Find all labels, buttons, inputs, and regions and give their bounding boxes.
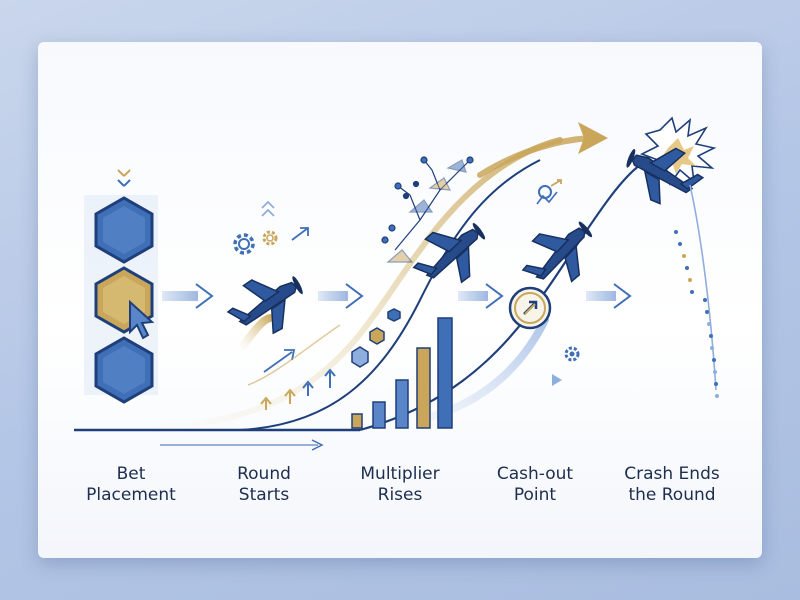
multiplier-curve [359, 164, 641, 432]
step-label-line: Point [513, 485, 557, 505]
bar-chart-icon [351, 317, 453, 429]
right-arrow-icon [162, 283, 214, 309]
step-label-multiplier-rises: Multiplier Rises [320, 464, 480, 506]
crash-icon [616, 116, 719, 398]
cash-out-target-icon [508, 286, 552, 330]
dotted-fall-path [674, 230, 719, 398]
step-label-line: the Round [628, 485, 716, 505]
step-label-line: Placement [86, 485, 176, 505]
fractal-tree-icon [381, 156, 474, 263]
step-label-line: Cash-out [496, 464, 574, 484]
diagram-card [38, 42, 762, 558]
cursor-icon [129, 299, 155, 340]
step-label-line: Bet [116, 464, 146, 484]
step-label-line: Crash Ends [624, 464, 720, 484]
gold-arrowhead-icon [578, 122, 608, 154]
fall-trajectory [689, 184, 717, 391]
gear-icon [233, 233, 255, 255]
right-arrow-icon [318, 283, 364, 309]
right-arrow-icon [586, 283, 632, 309]
airplane-icon [219, 260, 316, 349]
target-icon [536, 179, 562, 205]
cash-out-icon [508, 179, 608, 386]
gold-arrow-shaft [477, 135, 593, 178]
up-arrow-icon [291, 227, 309, 241]
chevron-up-icon [117, 169, 131, 177]
up-arrow-icon [263, 349, 296, 373]
step-label-line: Rises [377, 485, 423, 505]
hexagon-icon [351, 308, 401, 368]
step-label-round-starts: Round Starts [184, 464, 344, 506]
baseline-arrow [160, 439, 324, 451]
step-label-crash-ends: Crash Ends the Round [592, 464, 752, 506]
gear-icon [564, 346, 580, 362]
bet-placement-icon [84, 169, 158, 404]
step-label-line: Starts [238, 485, 290, 505]
step-label-bet-placement: Bet Placement [51, 464, 211, 506]
right-arrow-icon [458, 283, 504, 309]
growth-curve [239, 159, 541, 431]
play-icon [552, 374, 562, 386]
chevron-up-icon [261, 200, 275, 217]
multiplier-rises-icon [260, 156, 500, 429]
step-label-line: Round [237, 464, 291, 484]
step-label-cash-out-point: Cash-out Point [455, 464, 615, 506]
step-label-line: Multiplier [360, 464, 440, 484]
gear-icon [262, 230, 278, 246]
round-starts-icon [219, 200, 341, 386]
up-arrow-icon [260, 368, 336, 410]
